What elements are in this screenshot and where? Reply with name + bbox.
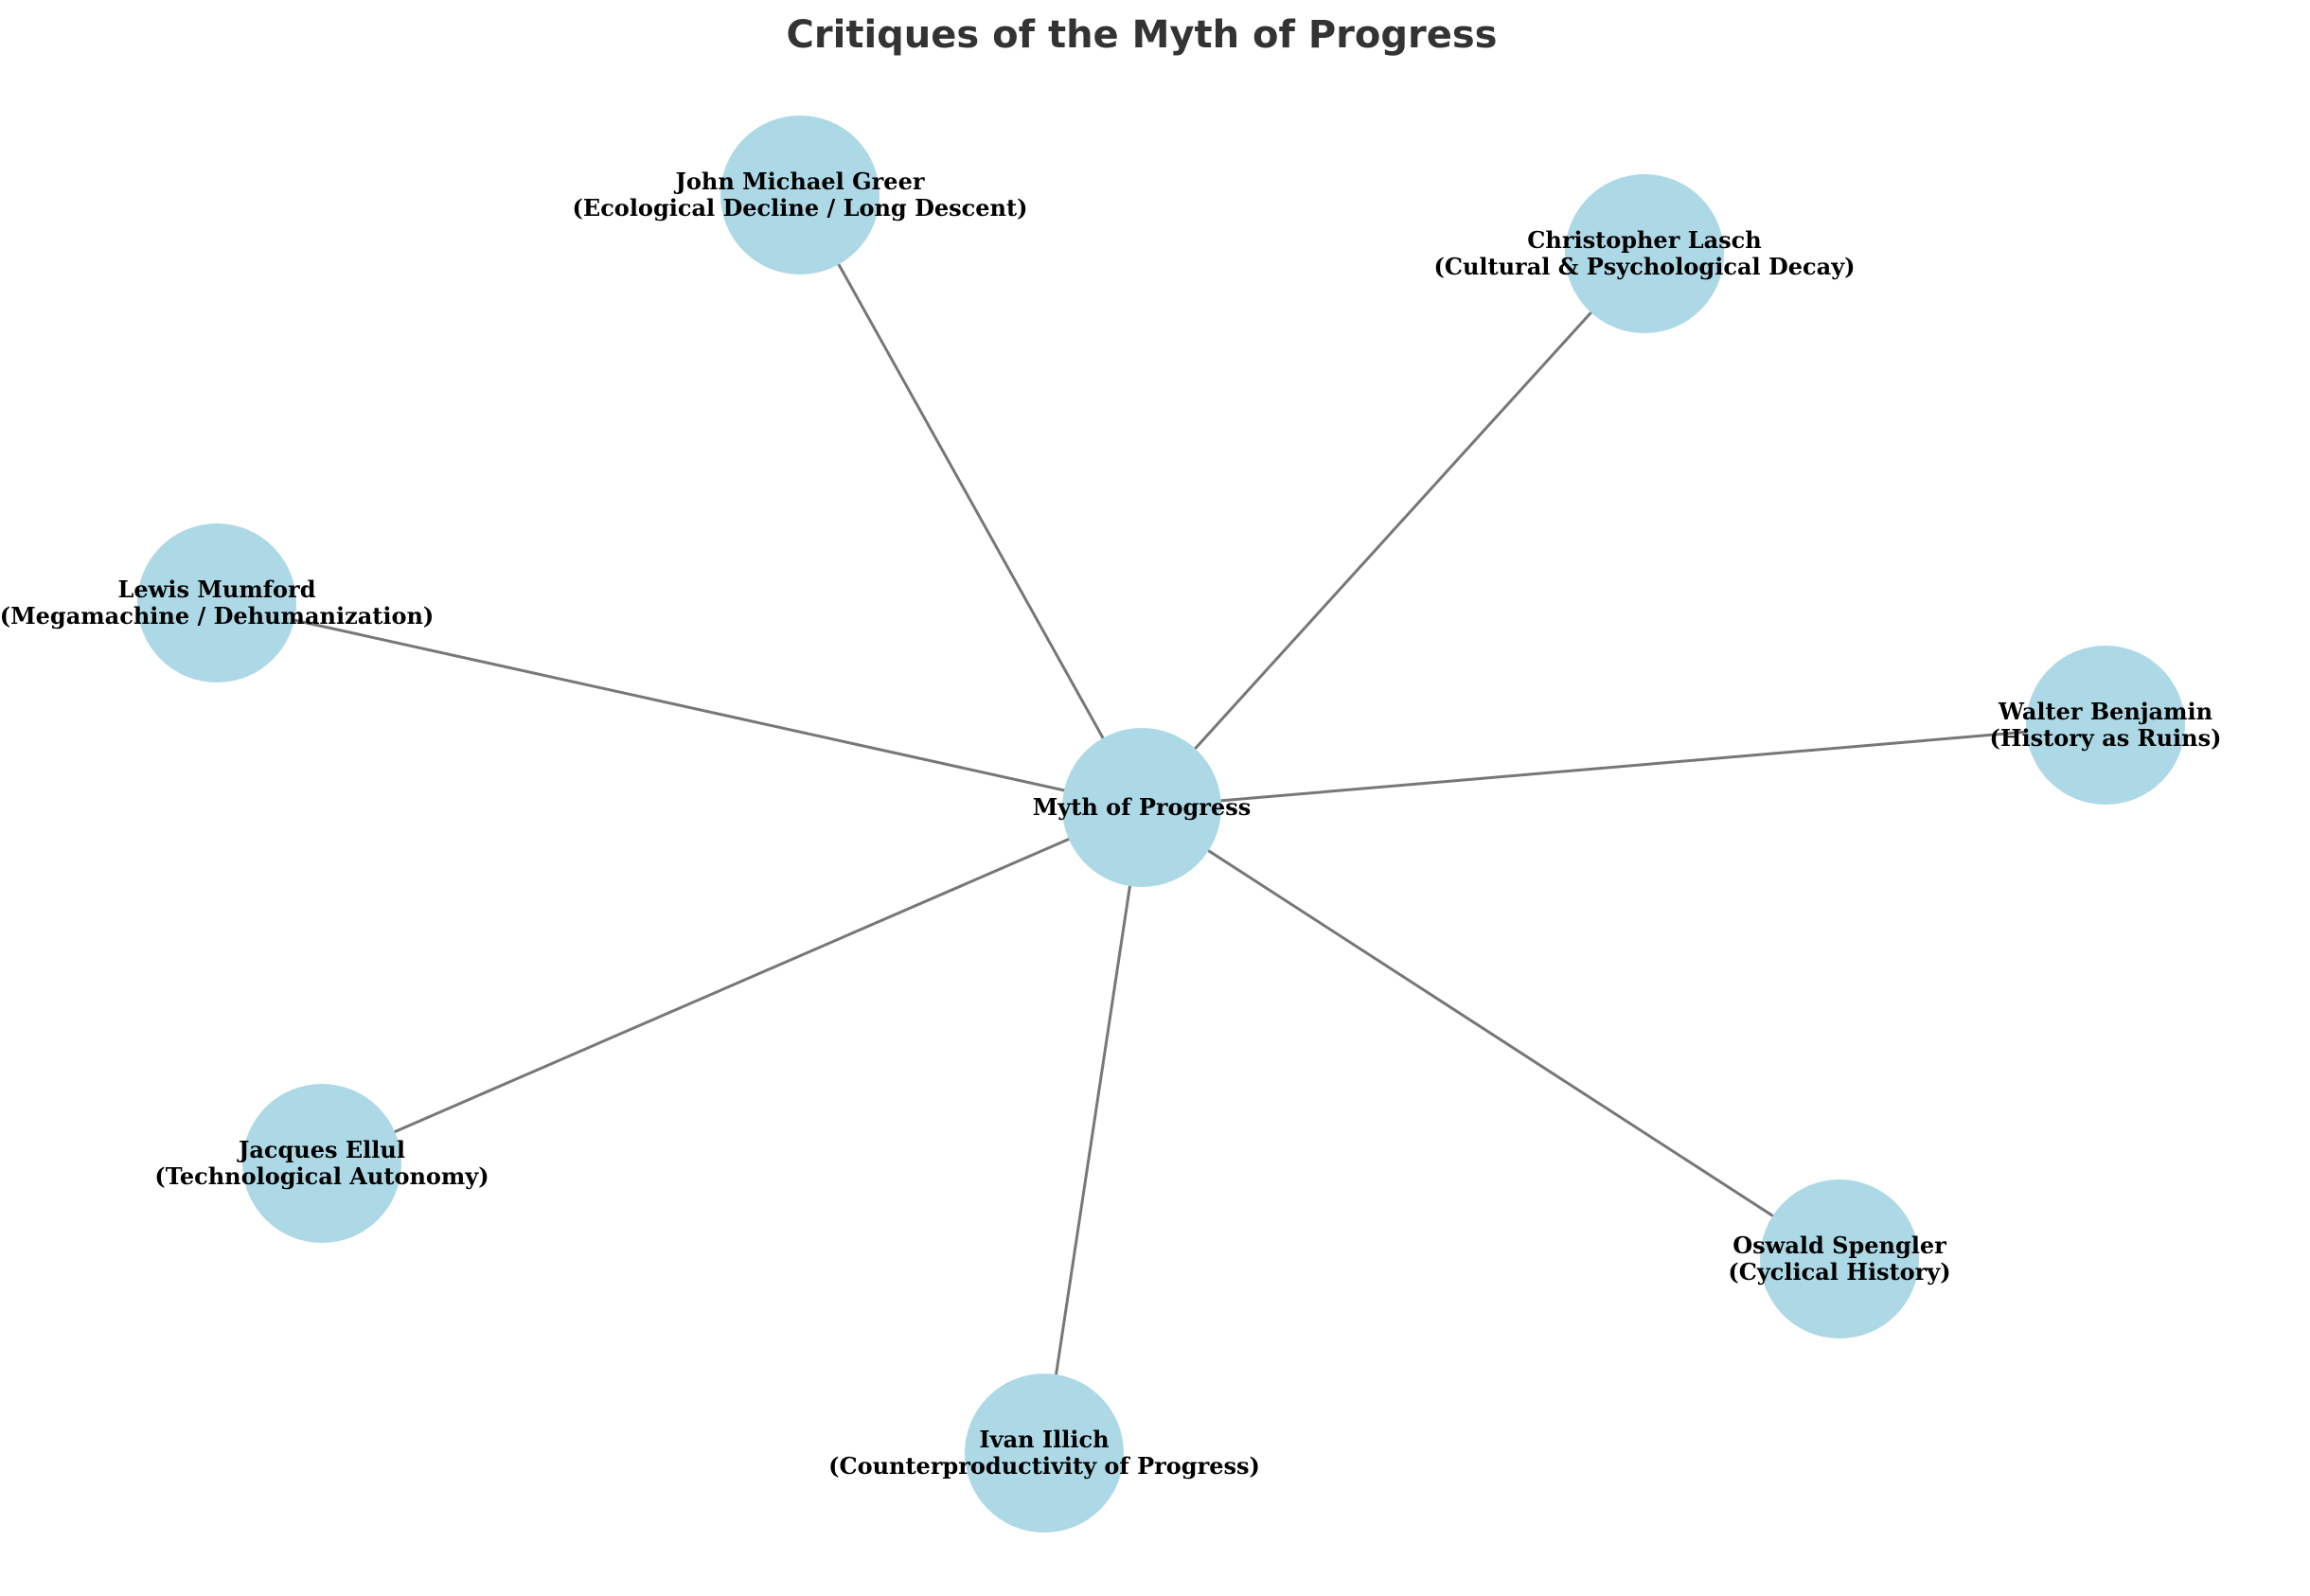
node-label-line: (History as Ruins) xyxy=(1990,724,2222,752)
nodes xyxy=(137,115,2185,1533)
node-benjamin xyxy=(2026,646,2185,805)
node-ellul xyxy=(242,1084,401,1243)
node-label-line: Ivan Illich xyxy=(979,1426,1109,1453)
node-label-myth: Myth of Progress xyxy=(1033,793,1252,821)
node-label-line: (Counterproductivity of Progress) xyxy=(828,1452,1260,1480)
edge-myth-spengler xyxy=(1141,806,1840,1261)
node-label-illich: Ivan Illich(Counterproductivity of Progr… xyxy=(828,1426,1260,1480)
node-lasch xyxy=(1565,174,1724,333)
node-label-line: (Megamachine / Dehumanization) xyxy=(0,602,434,630)
edge-myth-benjamin xyxy=(1141,723,2106,809)
node-label-line: Oswald Spengler xyxy=(1732,1232,1946,1259)
node-label-line: Christopher Lasch xyxy=(1527,226,1761,254)
node-label-line: John Michael Greer xyxy=(674,168,925,195)
node-label-line: (Ecological Decline / Long Descent) xyxy=(573,194,1028,222)
node-label-greer: John Michael Greer(Ecological Decline / … xyxy=(573,168,1028,222)
node-label-line: Jacques Ellul xyxy=(237,1136,405,1163)
edge-myth-lasch xyxy=(1140,252,1646,809)
edge-myth-ellul xyxy=(321,806,1143,1165)
node-label-line: Lewis Mumford xyxy=(118,576,316,603)
node-spengler xyxy=(1760,1179,1919,1339)
edge-myth-mumford xyxy=(216,601,1143,809)
node-label-benjamin: Walter Benjamin(History as Ruins) xyxy=(1990,698,2222,752)
node-label-line: (Cultural & Psychological Decay) xyxy=(1433,253,1855,280)
node-mumford xyxy=(137,523,296,683)
node-label-ellul: Jacques Ellul(Technological Autonomy) xyxy=(154,1136,489,1190)
edges xyxy=(216,194,2106,1454)
edge-myth-greer xyxy=(798,194,1144,808)
node-labels: Myth of Progress John Michael Greer(Ecolo… xyxy=(0,168,2221,1480)
node-label-lasch: Christopher Lasch(Cultural & Psychologic… xyxy=(1433,226,1855,280)
node-label-line: Myth of Progress xyxy=(1033,793,1252,821)
node-label-line: (Cyclical History) xyxy=(1728,1258,1950,1286)
node-greer xyxy=(720,115,880,275)
node-label-mumford: Lewis Mumford(Megamachine / Dehumanizati… xyxy=(0,576,434,630)
node-label-line: Walter Benjamin xyxy=(1998,698,2212,725)
node-label-line: (Technological Autonomy) xyxy=(154,1162,489,1190)
diagram-title: Critiques of the Myth of Progress xyxy=(787,13,1498,57)
node-label-spengler: Oswald Spengler(Cyclical History) xyxy=(1728,1232,1950,1286)
node-myth xyxy=(1062,728,1221,887)
edge-myth-illich xyxy=(1042,807,1144,1454)
node-illich xyxy=(965,1374,1124,1533)
